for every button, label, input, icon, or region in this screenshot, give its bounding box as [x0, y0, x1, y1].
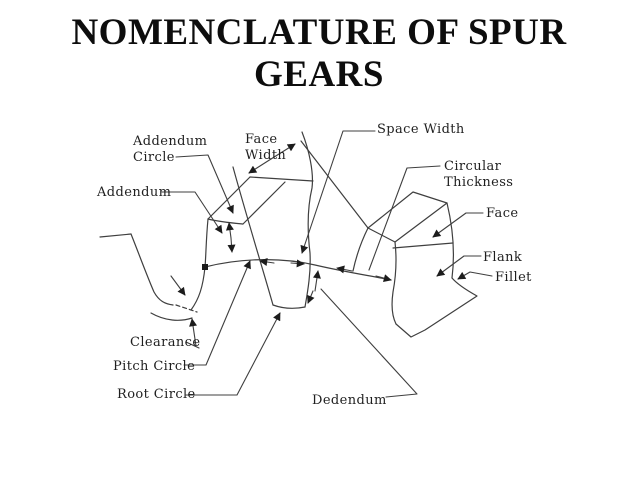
root-circle-leader — [185, 312, 281, 396]
diagram-label-dedendum: Dedendum — [312, 393, 387, 408]
diagram-label-addendum-circle-line2: Circle — [133, 150, 175, 165]
diagram-label-clearance: Clearance — [130, 335, 200, 350]
circular-thickness-dim-arrow-left — [336, 265, 353, 274]
clearance-leader-arrow — [189, 318, 198, 347]
diagram-label-addendum-circle-line1: Addendum — [132, 134, 207, 149]
space-width-dim-arrow-left — [259, 258, 275, 266]
circular-thickness-dim-arrow-right — [375, 274, 392, 283]
diagram-label-circular-thickness-line2: Thickness — [444, 175, 513, 190]
diagram-label-face-width-line1: Face — [245, 132, 277, 147]
slide-title-line1: NOMENCLATURE OF SPUR — [71, 12, 567, 53]
fillet-leader — [457, 271, 493, 280]
slide-title: NOMENCLATURE OF SPUR GEARS — [0, 12, 638, 96]
slide-title-line2: GEARS — [254, 54, 384, 95]
addendum-dim-arrow-down — [227, 237, 236, 253]
diagram-label-face-width-line2: Width — [245, 148, 286, 163]
space-width-leader — [300, 130, 376, 254]
diagram-label-face: Face — [486, 206, 518, 221]
face-width-dim-arrow-left — [248, 158, 272, 174]
face-width-dim-arrow-right — [270, 143, 296, 160]
center-tooth-outline — [190, 131, 369, 311]
flank-leader — [436, 255, 482, 277]
right-tooth-outline — [352, 191, 478, 338]
addendum-circle-leader — [175, 154, 234, 214]
diagram-label-pitch-circle: Pitch Circle — [113, 359, 195, 374]
pitch-circle-leader — [183, 260, 251, 366]
leader-lines — [161, 130, 493, 398]
pitch-line — [202, 259, 392, 281]
diagram-label-root-circle: Root Circle — [117, 387, 196, 402]
addendum-dim-arrow-up — [225, 222, 234, 239]
diagram-label-circular-thickness-line1: Circular — [444, 159, 502, 174]
diagram-label-addendum: Addendum — [96, 185, 171, 200]
diagram-label-space-width: Space Width — [377, 122, 465, 137]
diagram-label-flank: Flank — [483, 250, 522, 265]
diagram-label-fillet: Fillet — [495, 270, 532, 285]
dedendum-dim-arrow-up — [312, 270, 321, 292]
dedendum-leader — [320, 288, 418, 398]
clearance-leader-zig — [185, 341, 200, 349]
face-leader — [432, 212, 484, 238]
dedendum-dim-arrow-down — [307, 290, 315, 304]
clearance-top-arrow — [170, 275, 186, 296]
left-tooth-outline — [99, 233, 198, 321]
circular-thickness-leader — [368, 165, 441, 271]
pitch-point-dot — [202, 264, 208, 270]
space-width-dim-arrow-right — [290, 259, 305, 268]
dimension-arrows — [225, 143, 392, 304]
addendum-leader — [161, 191, 223, 234]
